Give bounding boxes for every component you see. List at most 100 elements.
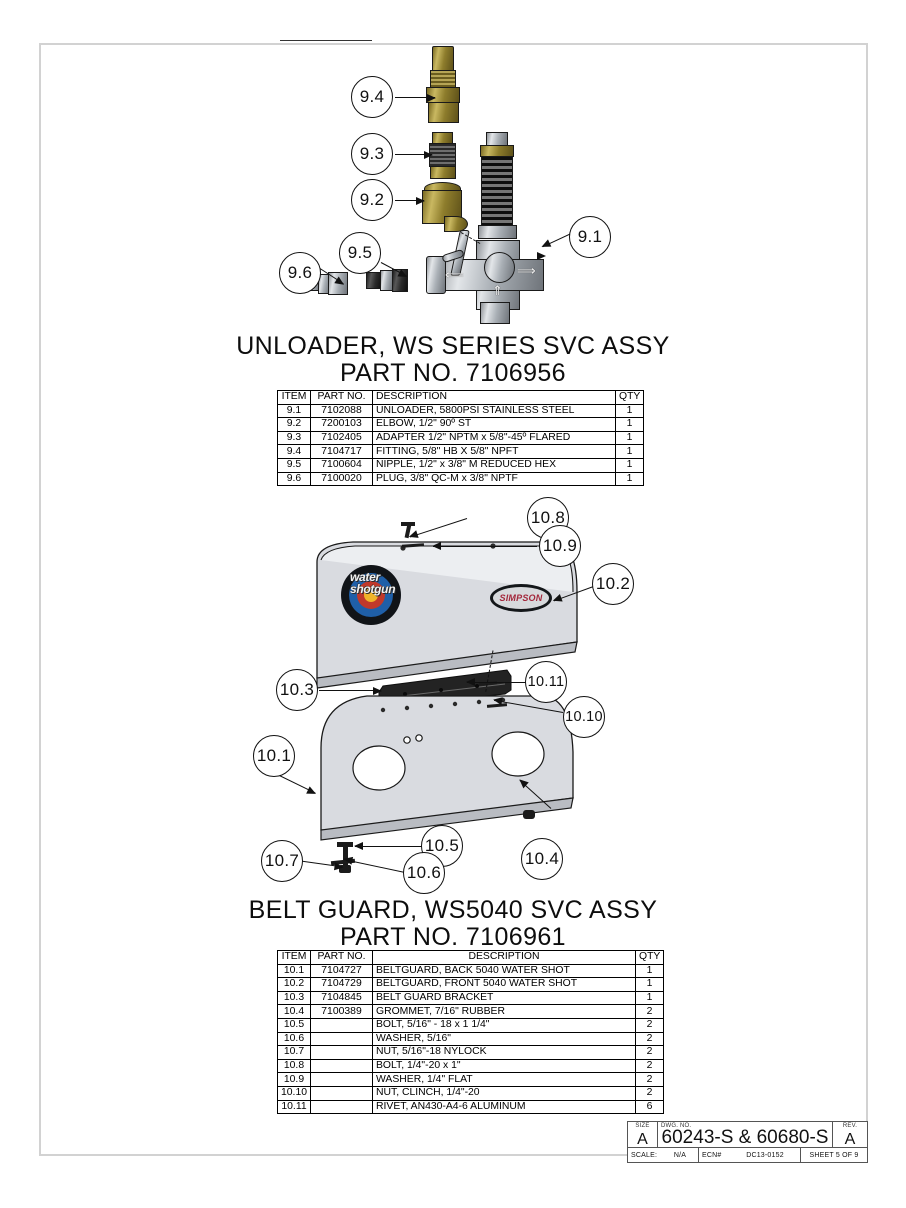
balloon-10-3[interactable]: 10.3 [276,669,318,711]
leader-10-5 [355,846,423,847]
balloon-10-7[interactable]: 10.7 [261,840,303,882]
cell-qty: 1 [615,403,644,419]
balloon-10-1[interactable]: 10.1 [253,735,295,777]
unloader-exploded-view: ⟸ ⟹ ⇑ 9.4 9.3 9.2 9.5 9.6 9.1 [279,40,620,340]
balloon-9-5[interactable]: 9.5 [339,232,381,274]
leader-10-3 [319,687,382,695]
rev-value: A [844,1131,856,1148]
balloon-10-9[interactable]: 10.9 [539,525,581,567]
col-qty: QTY [615,390,644,405]
cell-part [310,1017,373,1033]
water-shotgun-wordmark: water shotgun [350,570,396,595]
assembly2-title-line2: PART NO. 7106961 [340,923,566,951]
balloon-9-1[interactable]: 9.1 [569,216,611,258]
cell-desc: BOLT, 1/4"-20 x 1" [372,1058,636,1074]
back-guard-rivet [404,705,410,711]
bom-table-unloader: ITEM PART NO. DESCRIPTION QTY 9.1 710208… [277,390,644,487]
cell-item: 10.11 [277,1099,311,1115]
col-item: ITEM [277,950,311,965]
size-label: SIZE [635,1123,650,1129]
cell-desc: NUT, 5/16"-18 NYLOCK [372,1045,636,1060]
balloon-9-2[interactable]: 9.2 [351,179,393,221]
simpson-badge: SIMPSON [490,584,552,612]
cell-qty: 2 [635,1004,664,1019]
part-9-1-neck [478,225,517,239]
cell-desc: NUT, CLINCH, 1/4"-20 [372,1085,636,1101]
sheet-number: SHEET 5 OF 9 [800,1148,867,1162]
back-guard-shaft-hole [352,745,406,791]
cell-part [310,1072,373,1087]
rev-label: REV. [842,1123,858,1129]
cell-qty: 1 [615,430,644,446]
table-row: 9.5 7100604 NIPPLE, 1/2" x 3/8" M REDUCE… [277,457,644,473]
cell-part: 7104845 [310,990,373,1006]
cell-item: 9.4 [277,444,311,459]
cell-qty: 1 [635,990,664,1006]
cell-part: 7104729 [310,977,373,992]
cell-desc: NIPPLE, 1/2" x 3/8" M REDUCED HEX [372,457,616,473]
bracket-hole [475,684,479,688]
part-9-2-elbow-outlet [444,216,468,232]
cell-item: 10.2 [277,977,311,992]
balloon-9-6[interactable]: 9.6 [279,252,321,294]
cell-qty: 2 [635,1085,664,1101]
part-9-4-hose-barb [432,46,454,72]
cell-item: 10.4 [277,1004,311,1019]
balloon-9-3[interactable]: 9.3 [351,133,393,175]
table-header-row: ITEM PART NO. DESCRIPTION QTY [277,950,664,965]
cell-qty: 1 [615,417,644,432]
col-part-no: PART NO. [310,950,373,965]
part-10-8-bolt-head [401,522,415,526]
cell-item: 10.7 [277,1045,311,1060]
leader-9-4 [395,94,436,102]
back-guard-rivet [380,707,386,713]
assembly-axis-line [280,40,372,41]
scale-value: N/A [673,1151,687,1159]
back-guard-small-hole [403,736,411,744]
title-block-top-row: SIZE A DWG. NO. 60243-S & 60680-S REV. A [628,1122,867,1148]
flow-arrow-left-icon: ⟸ [445,267,464,282]
cell-desc: BELTGUARD, FRONT 5040 WATER SHOT [372,977,636,992]
cell-part [310,1031,373,1047]
col-qty: QTY [635,950,664,965]
cell-part [310,1099,373,1115]
col-description: DESCRIPTION [372,390,616,405]
balloon-10-6[interactable]: 10.6 [403,852,445,894]
cell-desc: ELBOW, 1/2" 90º ST [372,417,616,432]
balloon-10-4[interactable]: 10.4 [521,838,563,880]
col-item: ITEM [277,390,311,405]
part-9-1-valve-ball [484,252,515,283]
size-value: A [637,1131,648,1148]
assembly1-title-line2: PART NO. 7106956 [340,359,566,387]
assembly1-title-line1: UNLOADER, WS SERIES SVC ASSY [236,332,670,360]
part-9-1-bottom-port [480,302,510,324]
water-shotgun-target-logo [341,565,401,625]
balloon-9-4[interactable]: 9.4 [351,76,393,118]
balloon-10-10[interactable]: 10.10 [563,696,605,738]
part-10-5-bolt-head [337,842,353,847]
cell-desc: BOLT, 5/16" - 18 x 1 1/4" [372,1017,636,1033]
cell-desc: BELT GUARD BRACKET [372,990,636,1006]
leader-9-3 [395,151,433,159]
balloon-10-11[interactable]: 10.11 [525,661,567,703]
size-cell: SIZE A [628,1122,658,1148]
bracket-hole [439,688,443,692]
cell-item: 9.1 [277,403,311,419]
logo-line-1: water [350,570,380,584]
part-10-4-grommet [523,810,535,819]
cell-item: 10.8 [277,1058,311,1074]
part-9-4-barb-rings [430,70,456,88]
col-description: DESCRIPTION [372,950,636,965]
assembly2-title: BELT GUARD, WS5040 SVC ASSY PART NO. 710… [0,897,906,951]
belt-guard-geometry [316,541,578,841]
cell-desc: RIVET, AN430-A4-6 ALUMINUM [372,1099,636,1115]
ecn-value: DC13-0152 [746,1151,784,1159]
back-guard-rivet [476,699,482,705]
table-row: 9.6 7100020 PLUG, 3/8" QC-M x 3/8" NPTF … [277,471,644,487]
balloon-10-2[interactable]: 10.2 [592,563,634,605]
